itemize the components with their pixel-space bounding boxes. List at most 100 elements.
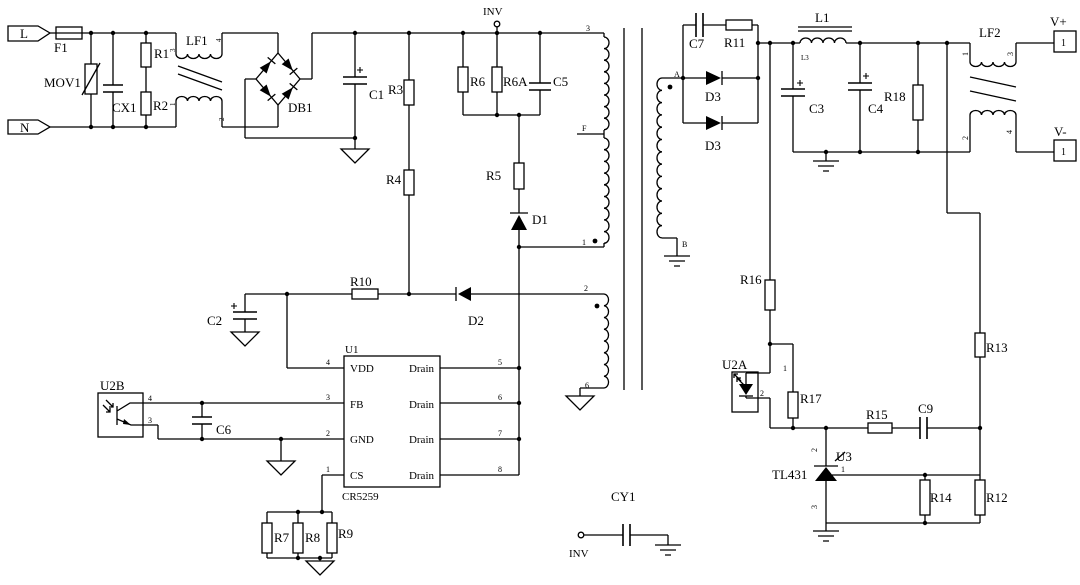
phase-dot-sec [667,84,673,90]
svg-text:5: 5 [498,358,502,367]
cap-c1 [343,76,367,85]
svg-text:2: 2 [584,284,588,293]
cap-c6 [192,416,212,425]
diode-d2 [455,287,471,301]
label-r6a: R6A [503,74,528,89]
svg-text:6: 6 [585,381,589,390]
resistor-r7 [261,522,273,554]
terminal-l [7,25,52,42]
svg-text:1: 1 [783,364,787,373]
label-r13: R13 [986,340,1008,355]
resistor-r10 [351,288,379,300]
u1-pin-cs: CS [350,470,363,482]
lf1-core [177,65,223,91]
label-r5: R5 [486,168,501,183]
label-c4: C4 [868,101,884,116]
label-r17: R17 [800,391,822,406]
l1-core [798,26,852,32]
svg-text:2: 2 [760,389,764,398]
label-r9: R9 [338,526,353,541]
label-r14: R14 [930,490,952,505]
optocoupler-u2b [97,392,144,438]
terminals [7,20,1077,539]
resistor-r15 [867,422,893,434]
svg-text:F: F [582,124,587,133]
cap-c3 [781,88,805,97]
l1-winding [799,37,847,44]
vminus-term-num: 1 [1061,147,1066,158]
u1-pin-fb: FB [350,399,363,411]
svg-text:3: 3 [1006,52,1015,56]
resistor-r6a [491,66,503,93]
label-l: L [20,26,28,41]
gnd-c1 [339,148,371,164]
u1-pin-drain7: Drain [409,434,435,446]
ic-pin-texts: VDD FB GND CS Drain Drain Drain Drain [350,363,434,482]
lf1-bottom-winding [175,95,223,102]
earth-b [664,255,690,267]
gnd-aux [564,395,596,411]
label-r12: R12 [986,490,1008,505]
winding-symbols [175,26,1017,390]
label-inv-bottom: INV [569,548,589,560]
optocoupler-u2a [731,371,759,413]
label-r1: R1 [154,46,169,61]
svg-text:1: 1 [961,52,970,56]
u1-pin-drain5: Drain [409,363,435,375]
svg-text:6: 6 [498,393,502,402]
label-r16: R16 [740,272,762,287]
xfmr-core [623,28,643,390]
inv-node-top [493,20,501,28]
resistor-r5 [513,162,525,190]
svg-text:A: A [674,70,680,79]
svg-text:4: 4 [148,394,152,403]
wires [50,24,1054,561]
svg-text:4: 4 [1005,130,1014,134]
xfmr-primary-winding2 [603,137,610,244]
label-c3: C3 [809,101,824,116]
resistor-r18 [912,84,924,121]
label-u1: U1 [345,344,358,356]
optocouplers [97,371,759,438]
terminal-vminus [1053,139,1077,162]
xfmr-aux-winding [603,293,610,389]
label-d1: D1 [532,212,548,227]
terminal-n [7,119,52,135]
inv-node-bottom [577,531,585,539]
resistor-r11 [725,19,753,31]
label-r15: R15 [866,407,888,422]
xfmr-primary-winding [603,36,610,131]
label-l1: L1 [815,10,829,25]
svg-text:3: 3 [326,393,330,402]
label-r3: R3 [388,82,403,97]
u1-pin-drain6: Drain [409,399,435,411]
svg-text:2: 2 [810,448,819,452]
cap-cx1 [103,84,123,93]
label-c7: C7 [689,36,705,51]
label-c6: C6 [216,422,232,437]
label-r6: R6 [470,74,486,89]
label-d2: D2 [468,313,484,328]
vplus-term-num: 1 [1061,38,1066,49]
resistor-r13 [974,332,986,358]
label-c9: C9 [918,401,933,416]
svg-text:8: 8 [498,465,502,474]
capacitors [103,13,928,546]
ground-symbols [229,148,839,576]
label-n: N [20,120,30,135]
cap-c9 [919,417,928,439]
polarity-marks [231,67,869,309]
label-r18: R18 [884,89,906,104]
lf1-top-winding [175,53,223,60]
label-c5: C5 [553,74,568,89]
earth-tl431 [813,530,839,542]
resistor-r6 [457,66,469,93]
gnd-cs [304,560,336,576]
gnd-u2b [265,460,297,476]
svg-text:3: 3 [810,505,819,509]
label-r11: R11 [724,35,745,50]
resistors [55,19,986,554]
gnd-c2 [229,331,261,347]
label-d3a: D3 [705,89,721,104]
